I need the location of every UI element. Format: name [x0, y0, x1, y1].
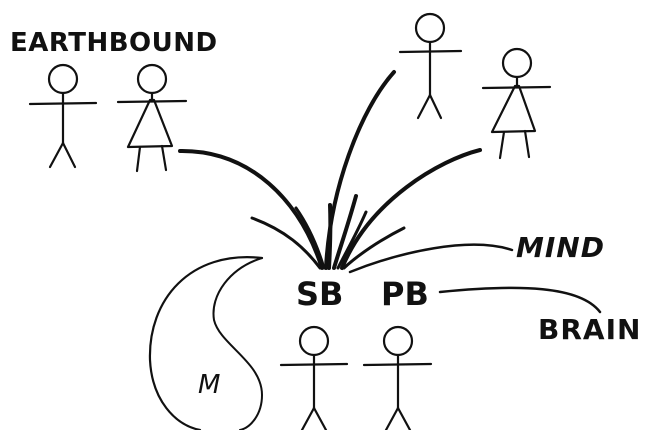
- label-sb: SB: [296, 275, 344, 313]
- stroke-mid-right: [332, 194, 358, 270]
- stroke-from-earthbound-woman: [178, 148, 324, 270]
- upper-figure-woman: [481, 47, 552, 160]
- upper-figure-man: [398, 12, 463, 120]
- m-inner-curve: [212, 257, 263, 430]
- stroke-left-inner: [294, 206, 326, 270]
- converging-arrows: [178, 70, 482, 270]
- connector-to-brain: [438, 286, 602, 314]
- label-earthbound: EARTHBOUND: [10, 28, 218, 58]
- sb-figure: [279, 325, 349, 430]
- stroke-mid: [327, 203, 333, 270]
- m-shape: [148, 256, 264, 430]
- stroke-right-outer: [342, 226, 406, 270]
- connector-to-mind: [348, 243, 514, 274]
- label-m: M: [198, 370, 221, 400]
- stroke-from-upper-woman: [340, 148, 482, 270]
- m-outer-curve: [148, 256, 264, 430]
- label-brain: BRAIN: [538, 313, 642, 346]
- earthbound-figure-woman: [116, 63, 188, 173]
- label-pb: PB: [381, 275, 429, 313]
- stroke-right-inner: [336, 210, 368, 270]
- stroke-left-outer: [250, 216, 322, 270]
- label-mind: MIND: [516, 231, 605, 264]
- pb-figure: [362, 325, 433, 430]
- earthbound-figure-man: [28, 63, 98, 169]
